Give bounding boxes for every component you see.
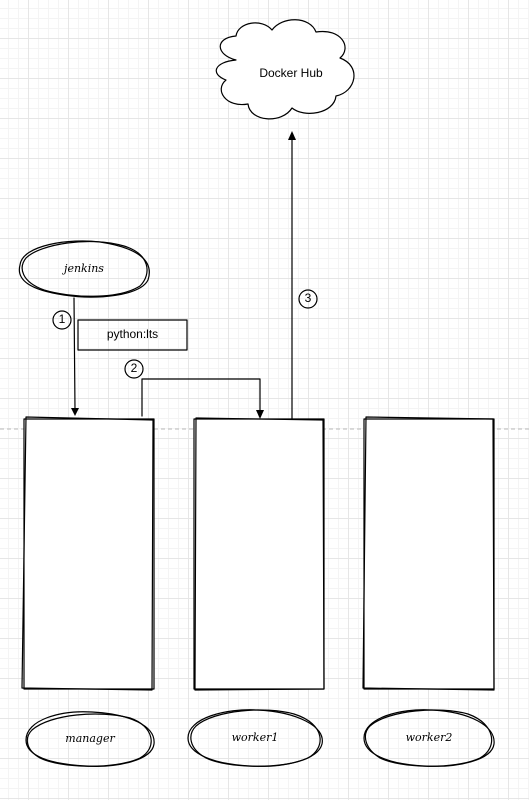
step-1-circle	[52, 310, 72, 330]
manager-label: manager	[65, 732, 115, 745]
worker1-label: worker1	[231, 731, 279, 744]
arrow-jenkins-to-manager	[71, 297, 79, 416]
step-2-label: 2	[130, 361, 138, 375]
step-3-label: 3	[304, 291, 312, 305]
arrow-manager-to-worker1	[141, 378, 264, 419]
worker1-box[interactable]	[193, 417, 325, 691]
jenkins-label: jenkins	[64, 262, 104, 275]
worker2-node-shape[interactable]	[363, 709, 495, 767]
step-2-circle	[124, 359, 144, 379]
step-1-label: 1	[58, 312, 66, 326]
manager-node-shape[interactable]	[25, 711, 155, 767]
arrow-worker1-to-dockerhub	[288, 131, 296, 420]
docker-hub-cloud[interactable]	[215, 19, 355, 120]
docker-hub-label: Docker Hub	[259, 66, 323, 80]
python-lts-label: python:lts	[106, 327, 159, 341]
step-3-circle	[298, 289, 318, 309]
worker1-node-shape[interactable]	[187, 709, 323, 767]
worker2-label: worker2	[405, 731, 453, 744]
jenkins-node-shape[interactable]	[18, 240, 150, 298]
python-lts-box[interactable]	[77, 319, 188, 351]
worker2-box[interactable]	[362, 416, 495, 691]
manager-box[interactable]	[21, 416, 155, 691]
